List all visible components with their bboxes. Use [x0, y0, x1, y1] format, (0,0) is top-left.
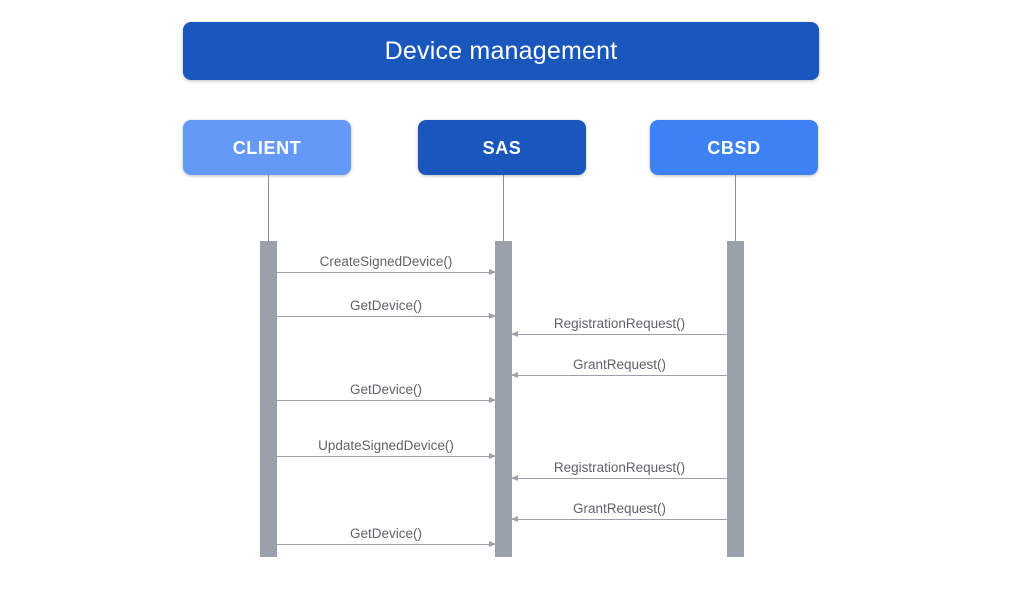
arrowhead-right-icon	[489, 453, 496, 459]
arrowhead-right-icon	[489, 541, 496, 547]
activation-bar-sas	[495, 241, 512, 557]
message-label: GetDevice()	[349, 381, 422, 397]
message-line	[277, 544, 495, 545]
message-arrow: GetDevice()	[277, 298, 496, 319]
message-label: GrantRequest()	[572, 500, 667, 516]
participant-label: CLIENT	[232, 137, 302, 158]
message-line	[277, 400, 495, 401]
message-line	[512, 375, 727, 376]
message-line	[277, 272, 495, 273]
activation-bar-cbsd	[727, 241, 744, 557]
message-label: UpdateSignedDevice()	[318, 437, 454, 453]
message-line	[277, 456, 495, 457]
participant-sas[interactable]: SAS	[418, 120, 586, 175]
message-arrow: GetDevice()	[277, 526, 496, 547]
message-label: RegistrationRequest()	[553, 459, 686, 475]
activation-bar-client	[260, 241, 277, 557]
participant-cbsd[interactable]: CBSD	[650, 120, 818, 175]
page-title: Device management	[384, 36, 618, 65]
message-label: RegistrationRequest()	[553, 315, 686, 331]
arrowhead-left-icon	[511, 516, 518, 522]
message-label: GrantRequest()	[572, 356, 667, 372]
message-label: CreateSignedDevice()	[319, 253, 453, 269]
message-arrow: RegistrationRequest()	[511, 460, 727, 481]
arrowhead-right-icon	[489, 269, 496, 275]
lifeline-client	[268, 175, 269, 241]
lifeline-sas	[503, 175, 504, 241]
participant-client[interactable]: CLIENT	[183, 120, 351, 175]
participant-label: CBSD	[707, 137, 761, 158]
message-arrow: GetDevice()	[277, 382, 496, 403]
message-arrow: GrantRequest()	[511, 357, 727, 378]
message-arrow: CreateSignedDevice()	[277, 254, 496, 275]
message-line	[277, 316, 495, 317]
arrowhead-left-icon	[511, 475, 518, 481]
arrowhead-left-icon	[511, 331, 518, 337]
arrowhead-left-icon	[511, 372, 518, 378]
participant-label: SAS	[482, 137, 522, 158]
message-label: GetDevice()	[349, 297, 422, 313]
message-line	[512, 478, 727, 479]
message-arrow: RegistrationRequest()	[511, 316, 727, 337]
message-line	[512, 519, 727, 520]
lifeline-cbsd	[735, 175, 736, 241]
message-arrow: GrantRequest()	[511, 501, 727, 522]
arrowhead-right-icon	[489, 313, 496, 319]
message-arrow: UpdateSignedDevice()	[277, 438, 496, 459]
diagram-title-banner: Device management	[183, 22, 819, 80]
arrowhead-right-icon	[489, 397, 496, 403]
message-line	[512, 334, 727, 335]
message-label: GetDevice()	[349, 525, 422, 541]
